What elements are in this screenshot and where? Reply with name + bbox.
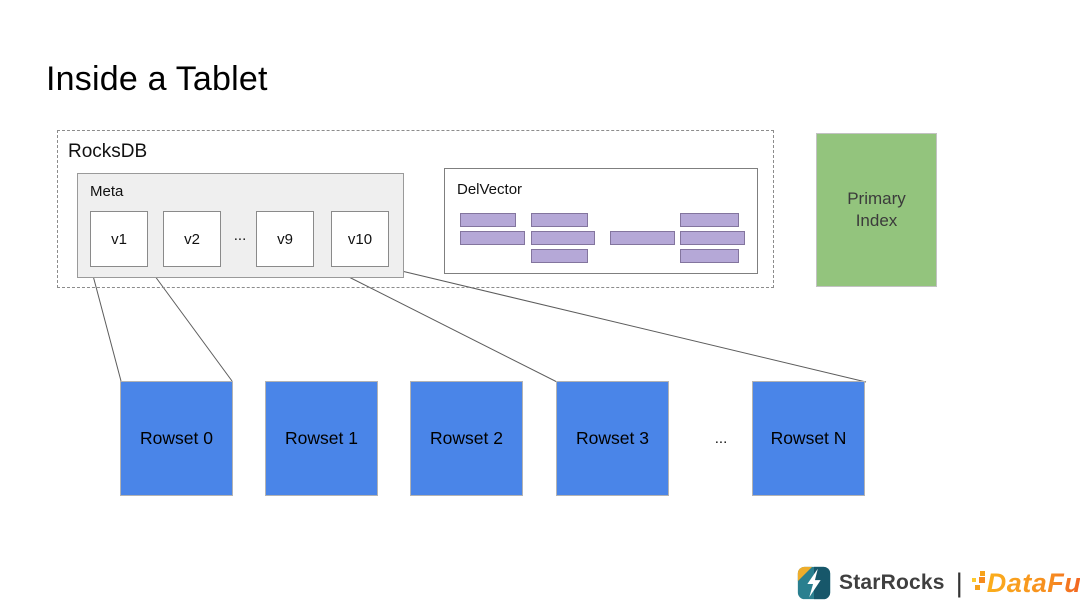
meta-version-v10: v10 bbox=[331, 211, 389, 267]
datafun-wordmark: DataFun. bbox=[987, 567, 1080, 599]
rowset-3: Rowset 3 bbox=[556, 381, 669, 496]
rowset-1: Rowset 1 bbox=[265, 381, 378, 496]
rowset-ellipsis: ... bbox=[714, 430, 728, 447]
rocksdb-label: RocksDB bbox=[68, 141, 148, 162]
delvector-segment bbox=[531, 249, 588, 263]
delvector-label: DelVector bbox=[457, 181, 523, 198]
primary-index-box: Primary Index bbox=[816, 133, 937, 287]
page-title: Inside a Tablet bbox=[46, 60, 268, 98]
primary-index-label: Primary Index bbox=[847, 188, 906, 230]
delvector-segment bbox=[460, 213, 516, 227]
delvector-segment bbox=[531, 213, 588, 227]
footer-logos: StarRocks | DataFun. bbox=[795, 562, 1080, 604]
meta-version-v1: v1 bbox=[90, 211, 148, 267]
rowset-0: Rowset 0 bbox=[120, 381, 233, 496]
meta-version-v9: v9 bbox=[256, 211, 314, 267]
starrocks-wordmark: StarRocks bbox=[839, 571, 945, 594]
delvector-segment bbox=[610, 231, 675, 245]
logo-separator: | bbox=[955, 567, 963, 598]
delvector-segment bbox=[680, 249, 739, 263]
delvector-segment bbox=[680, 231, 745, 245]
delvector-segment bbox=[531, 231, 595, 245]
meta-label: Meta bbox=[90, 183, 124, 200]
datafun-logo: DataFun. bbox=[971, 567, 1080, 599]
meta-ellipsis: ... bbox=[233, 227, 247, 244]
delvector-segment bbox=[460, 231, 525, 245]
meta-box: Meta v1 v2 ... v9 v10 bbox=[77, 173, 404, 278]
delvector-box: DelVector bbox=[444, 168, 758, 274]
rowset-2: Rowset 2 bbox=[410, 381, 523, 496]
meta-version-v2: v2 bbox=[163, 211, 221, 267]
delvector-segment bbox=[680, 213, 739, 227]
starrocks-icon bbox=[797, 566, 831, 600]
rocksdb-container: RocksDB Meta v1 v2 ... v9 v10 DelVector bbox=[57, 130, 774, 288]
datafun-dots-icon bbox=[971, 570, 987, 591]
rowset-n: Rowset N bbox=[752, 381, 865, 496]
